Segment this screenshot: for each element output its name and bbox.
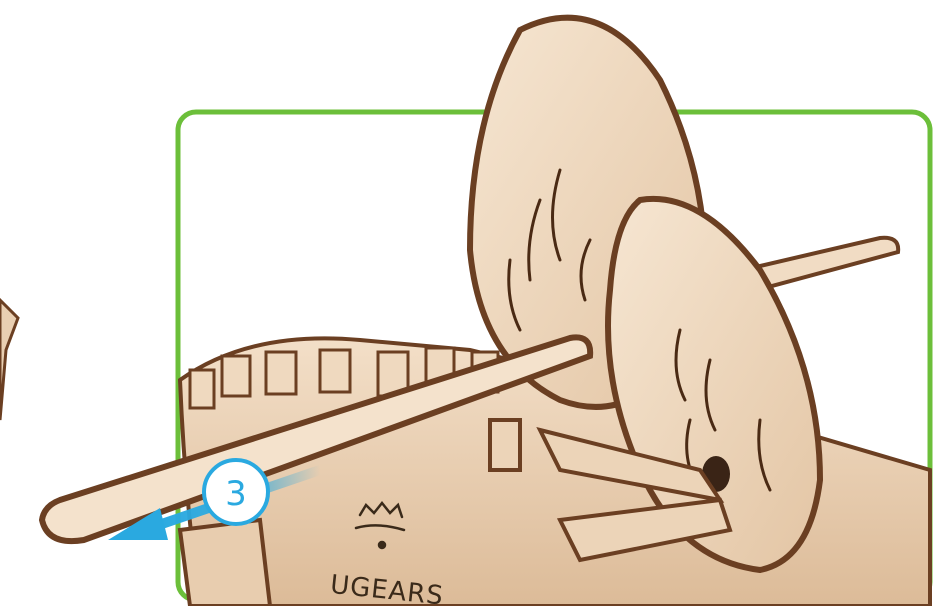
lower-support bbox=[180, 520, 270, 606]
step-number: 3 bbox=[225, 474, 247, 514]
partial-piece-left bbox=[0, 300, 18, 420]
step-badge: 3 bbox=[204, 460, 268, 524]
